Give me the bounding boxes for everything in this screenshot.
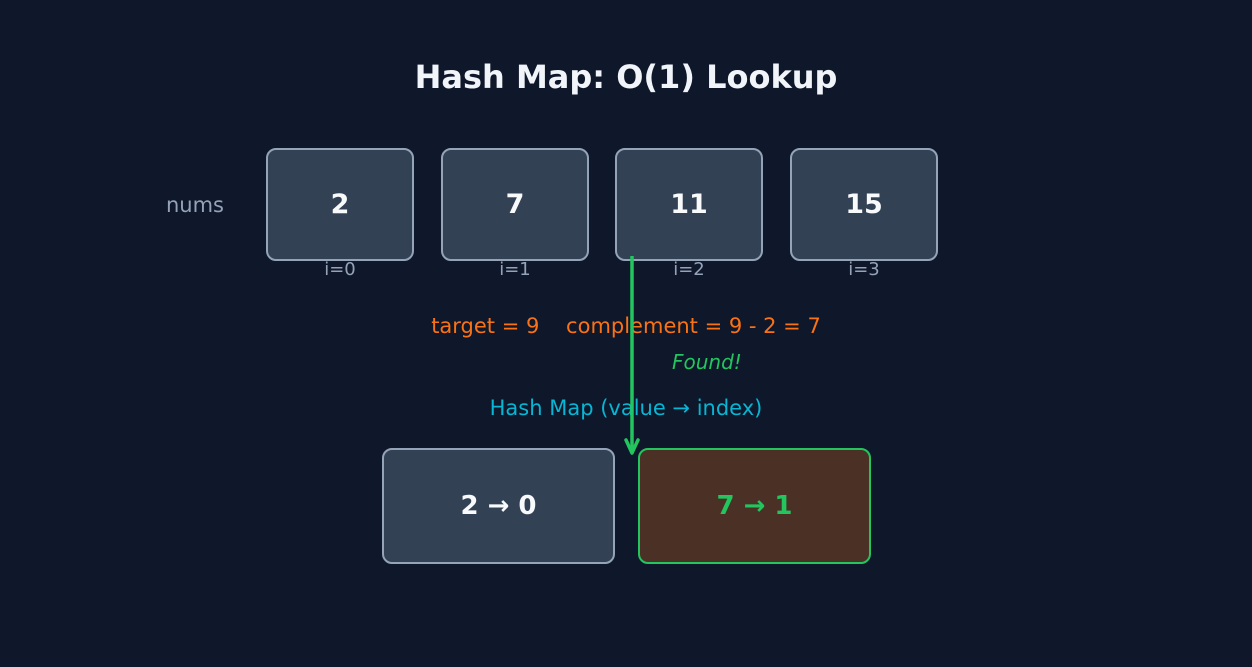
lookup-arrow-head	[624, 438, 640, 455]
nums-cell-1: 7	[441, 148, 589, 261]
hash-map-entry-1-found: 7 → 1	[638, 448, 871, 564]
hash-map-label: Hash Map (value → index)	[489, 396, 763, 420]
complement-calculation: target = 9 complement = 9 - 2 = 7	[431, 314, 821, 338]
nums-row-label: nums	[165, 193, 225, 217]
hash-map-entry-0: 2 → 0	[382, 448, 615, 564]
found-label: Found!	[672, 350, 742, 374]
nums-cell-0: 2	[266, 148, 414, 261]
nums-cell-2: 11	[615, 148, 763, 261]
nums-cell-3: 15	[790, 148, 938, 261]
nums-index-1: i=1	[499, 259, 531, 280]
diagram-title: Hash Map: O(1) Lookup	[414, 58, 838, 96]
nums-index-2: i=2	[673, 259, 705, 280]
nums-index-0: i=0	[324, 259, 356, 280]
nums-index-3: i=3	[848, 259, 880, 280]
